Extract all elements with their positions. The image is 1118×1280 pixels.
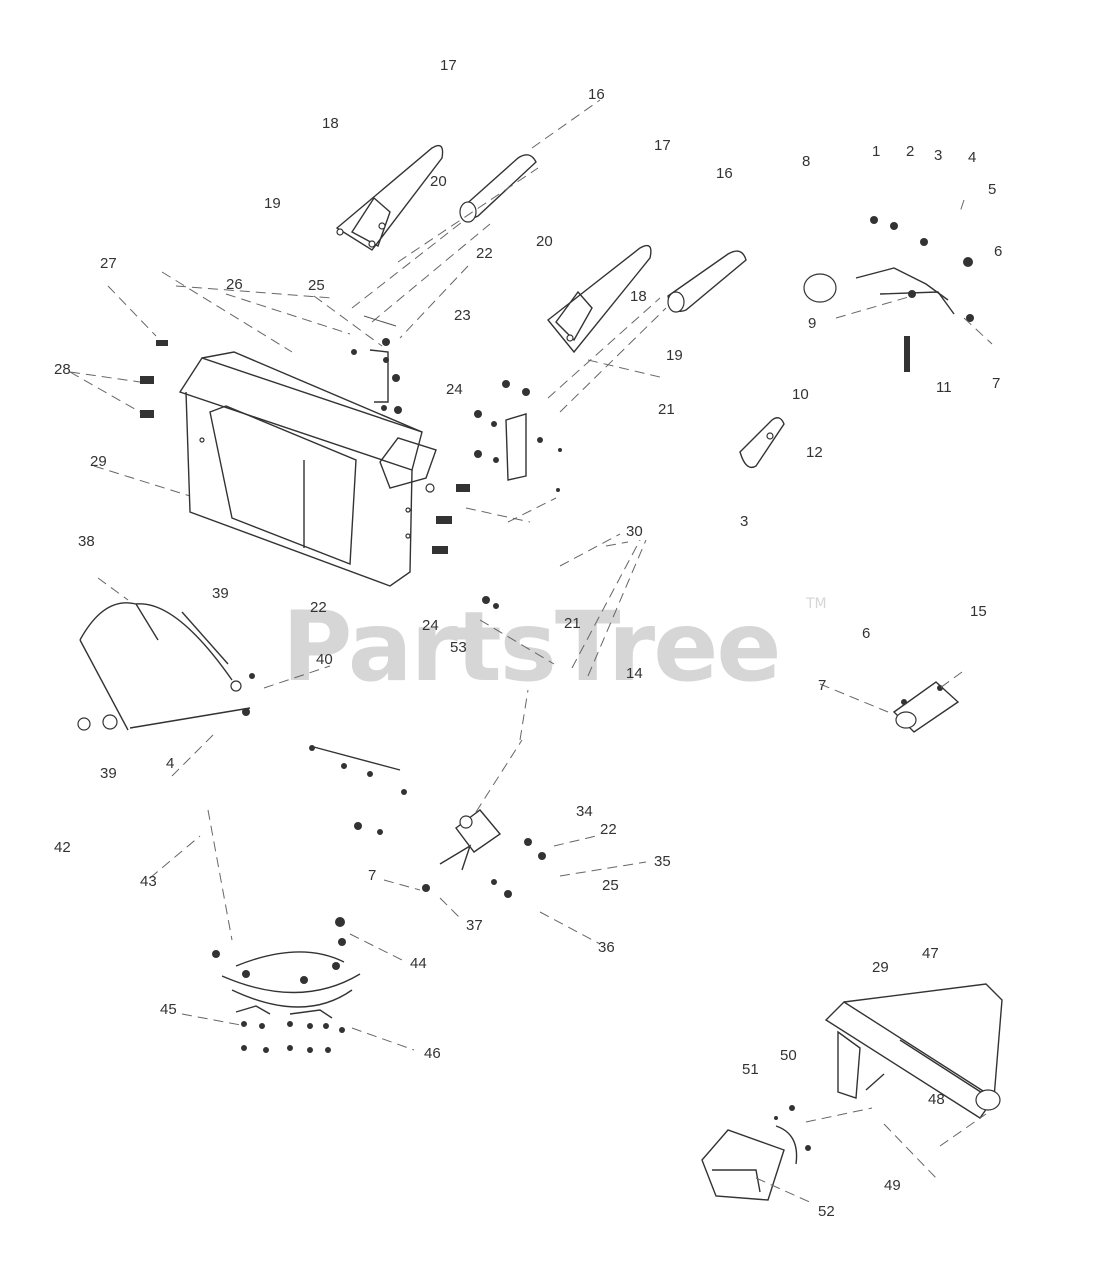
speed-selector [803,199,993,372]
callout-label: 3 [740,513,748,530]
upper-handle-left [335,144,539,323]
callout-label: 27 [100,255,117,272]
center-hardware [465,380,562,523]
panel-hardware [140,315,470,554]
callout-label: 1 [872,143,880,160]
callout-label: 17 [654,137,671,154]
callout-label: 11 [936,379,952,396]
callout-label: 35 [654,853,671,870]
callout-label: 25 [602,877,619,894]
callout-label: 42 [54,839,71,856]
auger-housing [805,983,1003,1181]
callout-label: 16 [588,86,605,103]
callout-label: 43 [140,873,157,890]
callout-label: 24 [446,381,463,398]
callout-label: 4 [166,755,174,772]
callout-label: 20 [536,233,553,250]
callout-label: 39 [212,585,229,602]
control-panel [178,351,437,587]
callout-label: 7 [818,677,826,694]
callout-label: 21 [658,401,675,418]
callout-label: 40 [316,651,333,668]
callout-label: 23 [454,307,471,324]
callout-label: 28 [54,361,71,378]
callout-label: 46 [424,1045,441,1062]
callout-label: 25 [308,277,325,294]
callout-label: 12 [806,444,823,461]
callout-label: 53 [450,639,467,656]
callout-label: 44 [410,955,427,972]
callout-label: 24 [422,617,439,634]
leader-lines-top [69,99,601,497]
callout-label: 52 [818,1203,835,1220]
callout-labels: 17 16 18 17 16 8 1 2 3 4 5 6 20 19 20 22… [54,57,1002,1220]
side-bracket [819,671,963,733]
callout-label: 6 [862,625,870,642]
callout-label: 48 [928,1091,945,1108]
callout-label: 16 [716,165,733,182]
callout-label: 3 [934,147,942,164]
callout-label: 34 [576,803,593,820]
callout-label: 10 [792,386,809,403]
callout-label: 50 [780,1047,797,1064]
callout-label: 39 [100,765,117,782]
parts-tree-watermark: PartsTree [282,591,779,703]
callout-label: 18 [322,115,339,132]
callout-label: 45 [160,1001,177,1018]
callout-label: 19 [264,195,281,212]
callout-label: 6 [994,243,1002,260]
trademark-symbol: TM [805,596,827,612]
callout-label: 21 [564,615,581,632]
callout-label: 4 [968,149,976,166]
callout-label: 7 [992,375,1000,392]
chute-deflector [77,577,331,731]
callout-label: 49 [884,1177,901,1194]
callout-label: 8 [802,153,810,170]
callout-label: 19 [666,347,683,364]
callout-label: 29 [872,959,889,976]
callout-label: 22 [310,599,327,616]
callout-label: 37 [466,917,483,934]
callout-label: 47 [922,945,939,962]
knob [739,417,785,469]
callout-label: 36 [598,939,615,956]
callout-label: 14 [626,665,643,682]
callout-label: 22 [476,245,493,262]
callout-label: 5 [988,181,996,198]
callout-label: 38 [78,533,95,550]
callout-label: 17 [440,57,457,74]
chute-linkage [309,533,647,945]
callout-label: 20 [430,173,447,190]
callout-label: 29 [90,453,107,470]
callout-label: 2 [906,143,914,160]
callout-label: 22 [600,821,617,838]
callout-label: 9 [808,315,816,332]
upper-handle-right [547,244,747,413]
callout-label: 30 [626,523,643,540]
callout-label: 15 [970,603,987,620]
impeller [701,1105,815,1205]
callout-label: 26 [226,276,243,293]
callout-label: 51 [742,1061,759,1078]
callout-label: 7 [368,867,376,884]
callout-label: 18 [630,288,647,305]
chute-base [149,733,415,1053]
